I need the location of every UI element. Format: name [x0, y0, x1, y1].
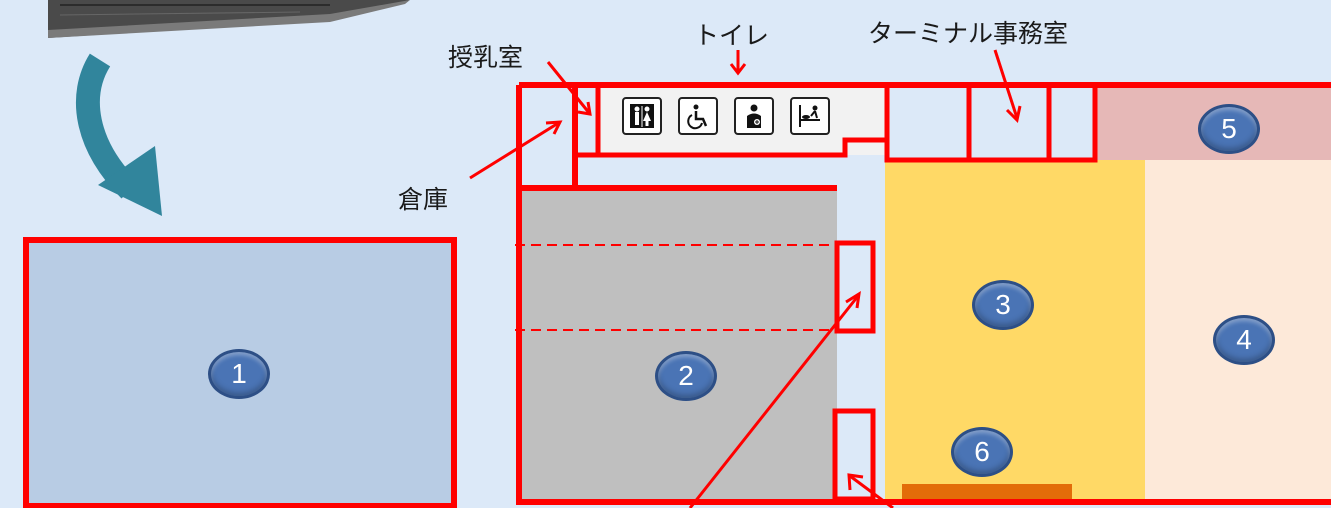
baby-changing-icon [790, 97, 830, 135]
curved-arrow-icon [75, 53, 162, 216]
terminal-office-label: ターミナル事務室 [868, 19, 1069, 48]
badge-area-6: 6 [951, 427, 1013, 477]
side-box-upper [834, 240, 876, 334]
area-2 [519, 188, 837, 502]
restroom-icon [622, 97, 662, 135]
side-box-lower [832, 408, 876, 502]
area-6-bar [902, 484, 1072, 500]
toilet-label: トイレ [694, 21, 770, 50]
badge-area-3: 3 [972, 280, 1034, 330]
ostomate-icon [734, 97, 774, 135]
badge-area-1: 1 [208, 349, 270, 399]
storage-label: 倉庫 [398, 185, 449, 214]
building-photo [48, 0, 410, 38]
nursing-room-label: 授乳室 [448, 43, 524, 72]
office-box-1 [884, 82, 972, 163]
badge-area-4: 4 [1213, 315, 1275, 365]
office-box-3 [1046, 82, 1098, 163]
area-3 [885, 160, 1145, 502]
badge-area-5: 5 [1198, 104, 1260, 154]
badge-area-2: 2 [655, 351, 717, 401]
nursing-room-box [572, 82, 601, 158]
wheelchair-icon [678, 97, 718, 135]
